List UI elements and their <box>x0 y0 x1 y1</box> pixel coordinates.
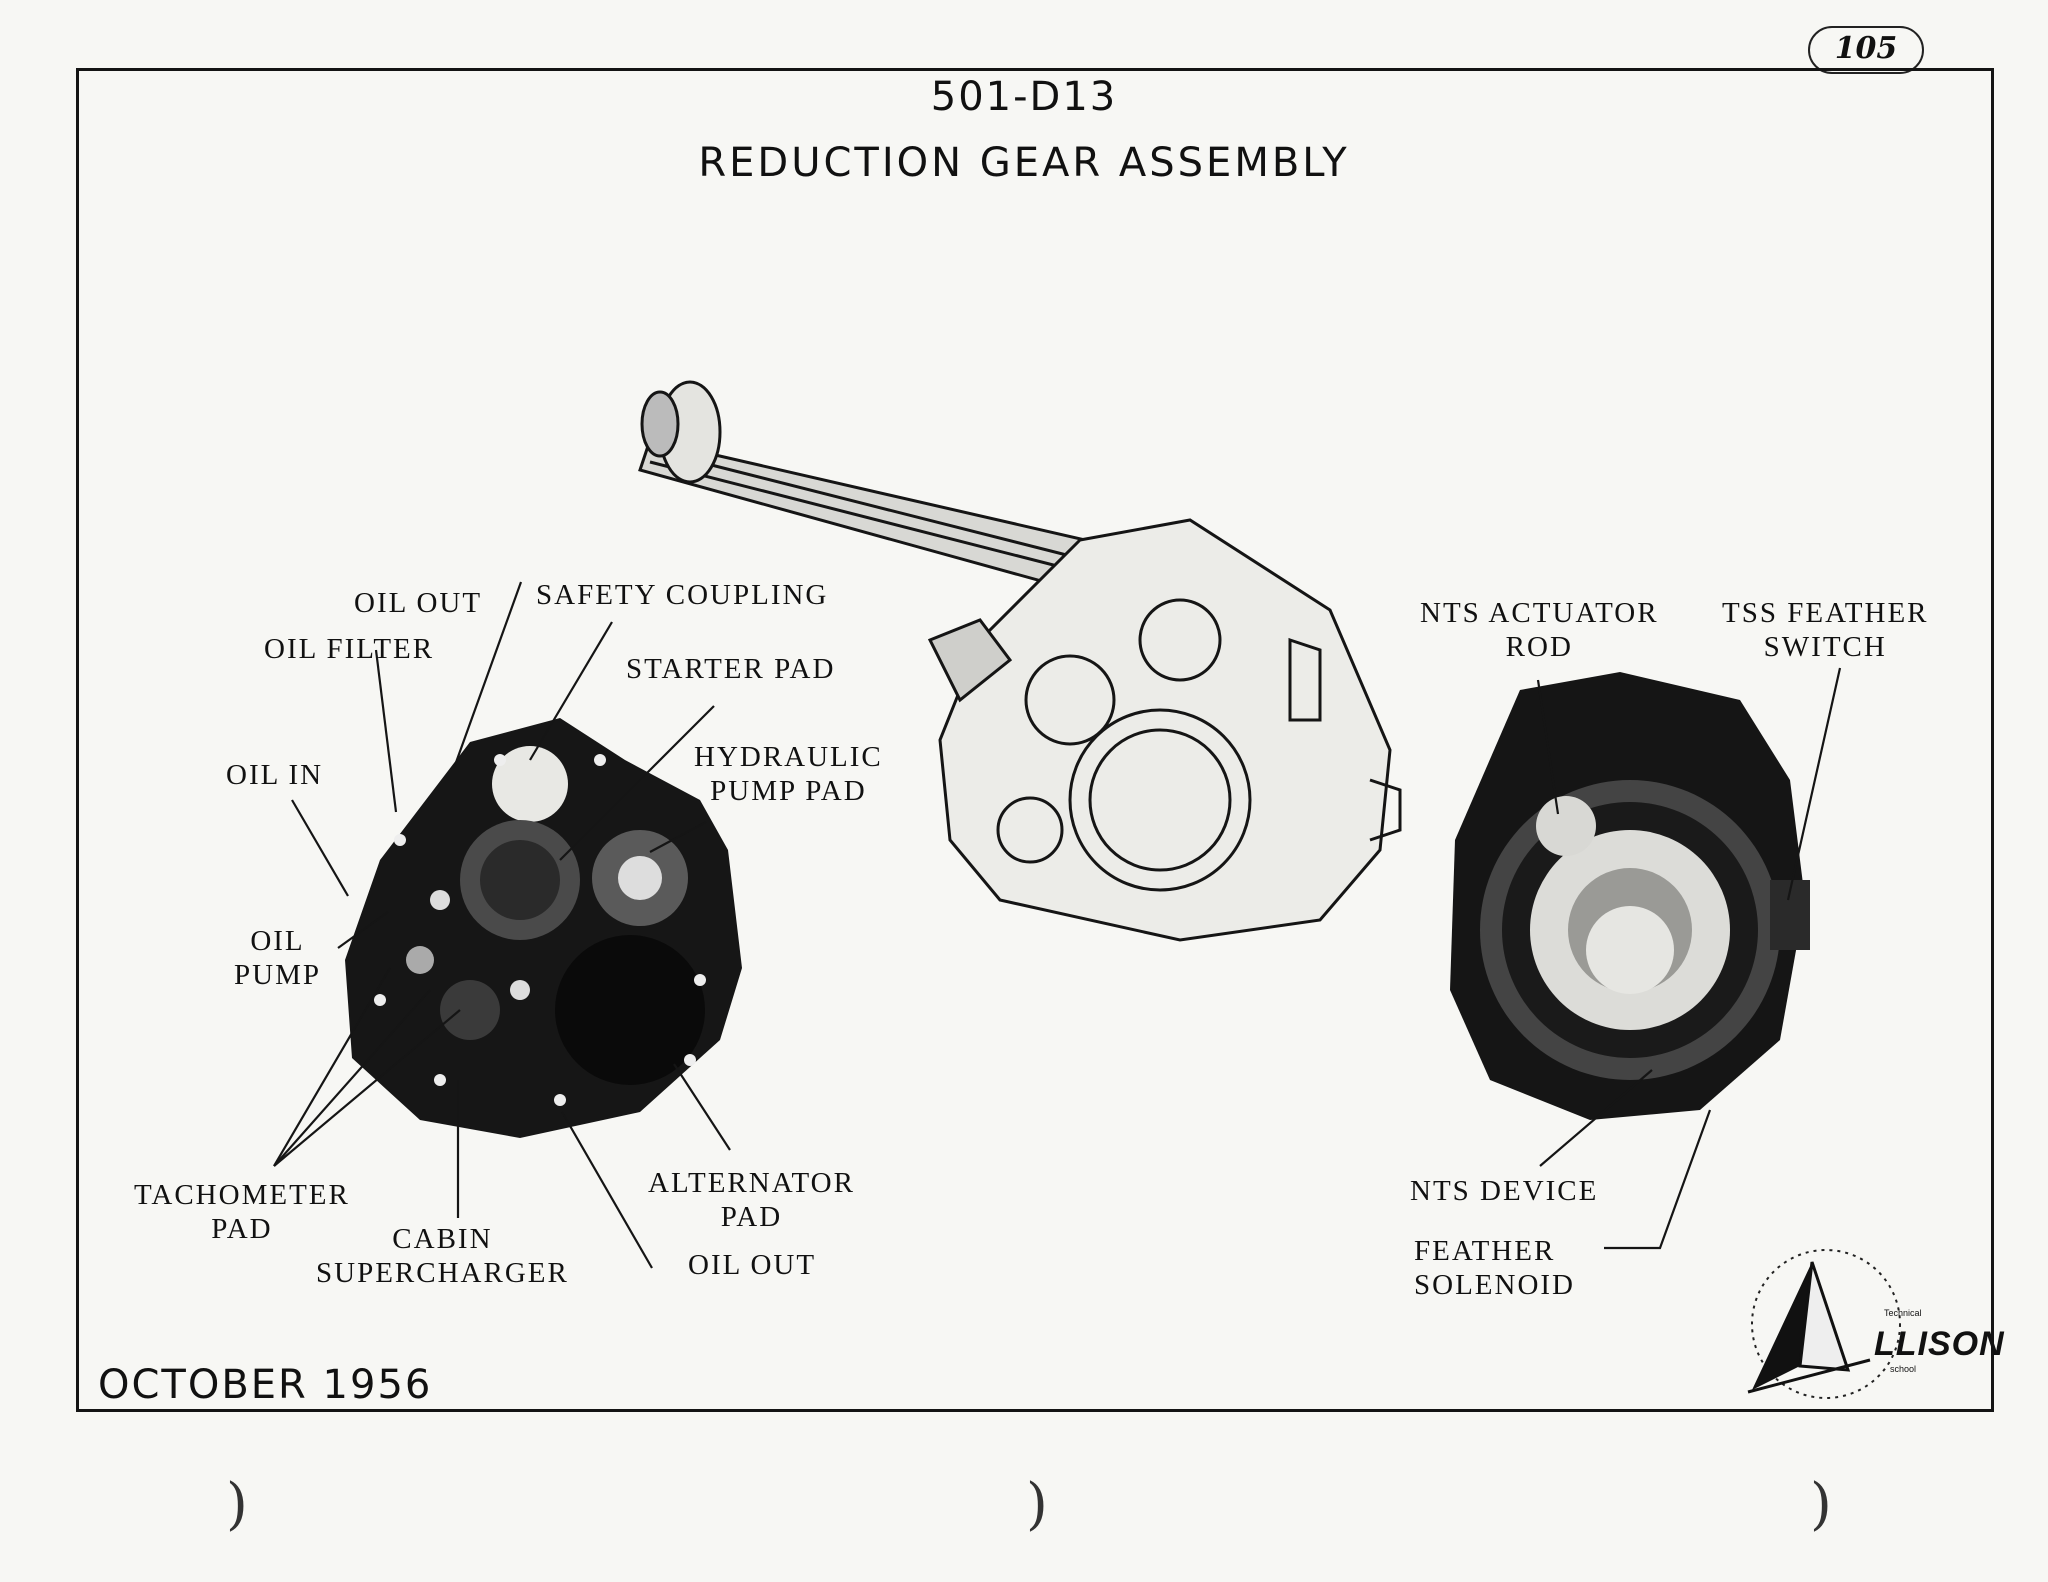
center-assembly-view <box>638 380 1402 942</box>
label-hydraulic-pump-pad: HYDRAULIC PUMP PAD <box>694 741 883 807</box>
document-date: OCTOBER 1956 <box>98 1362 433 1408</box>
label-feather-solenoid: FEATHER SOLENOID <box>1414 1235 1575 1301</box>
binder-hole-mark-left: ) <box>226 1472 248 1537</box>
label-tss-feather-switch: TSS FEATHER SWITCH <box>1722 597 1929 663</box>
model-code: 501-D13 <box>930 74 1118 120</box>
label-oil-out-bottom: OIL OUT <box>688 1249 817 1281</box>
allison-logo-mark <box>1747 1249 1901 1399</box>
binder-hole-mark-center: ) <box>1026 1472 1048 1537</box>
label-starter-pad: STARTER PAD <box>626 653 836 685</box>
label-alternator-pad: ALTERNATOR PAD <box>648 1167 855 1233</box>
label-tachometer-pad: TACHOMETER PAD <box>134 1179 350 1245</box>
label-cabin-supercharger: CABIN SUPERCHARGER <box>316 1223 569 1289</box>
right-front-face-view <box>1450 672 1810 1120</box>
label-nts-actuator-rod: NTS ACTUATOR ROD <box>1420 597 1659 663</box>
label-oil-out-top: OIL OUT <box>354 587 483 619</box>
label-nts-device: NTS DEVICE <box>1410 1175 1599 1207</box>
label-oil-pump: OIL PUMP <box>234 925 321 991</box>
label-oil-filter: OIL FILTER <box>264 633 435 665</box>
label-safety-coupling: SAFETY COUPLING <box>536 579 829 611</box>
binder-hole-mark-right: ) <box>1810 1472 1832 1537</box>
logo-technical-text: Technical <box>1884 1308 1922 1318</box>
drawing-frame <box>76 68 1994 1412</box>
left-gearcase-view <box>345 718 742 1138</box>
logo-school-text: school <box>1890 1364 1917 1374</box>
page-number-stamp: 105 <box>1808 26 1924 74</box>
page-title: REDUCTION GEAR ASSEMBLY <box>698 140 1350 186</box>
logo-name: LLISON <box>1874 1325 2005 1363</box>
label-oil-in: OIL IN <box>226 759 324 791</box>
leader-lines <box>273 581 1842 1269</box>
